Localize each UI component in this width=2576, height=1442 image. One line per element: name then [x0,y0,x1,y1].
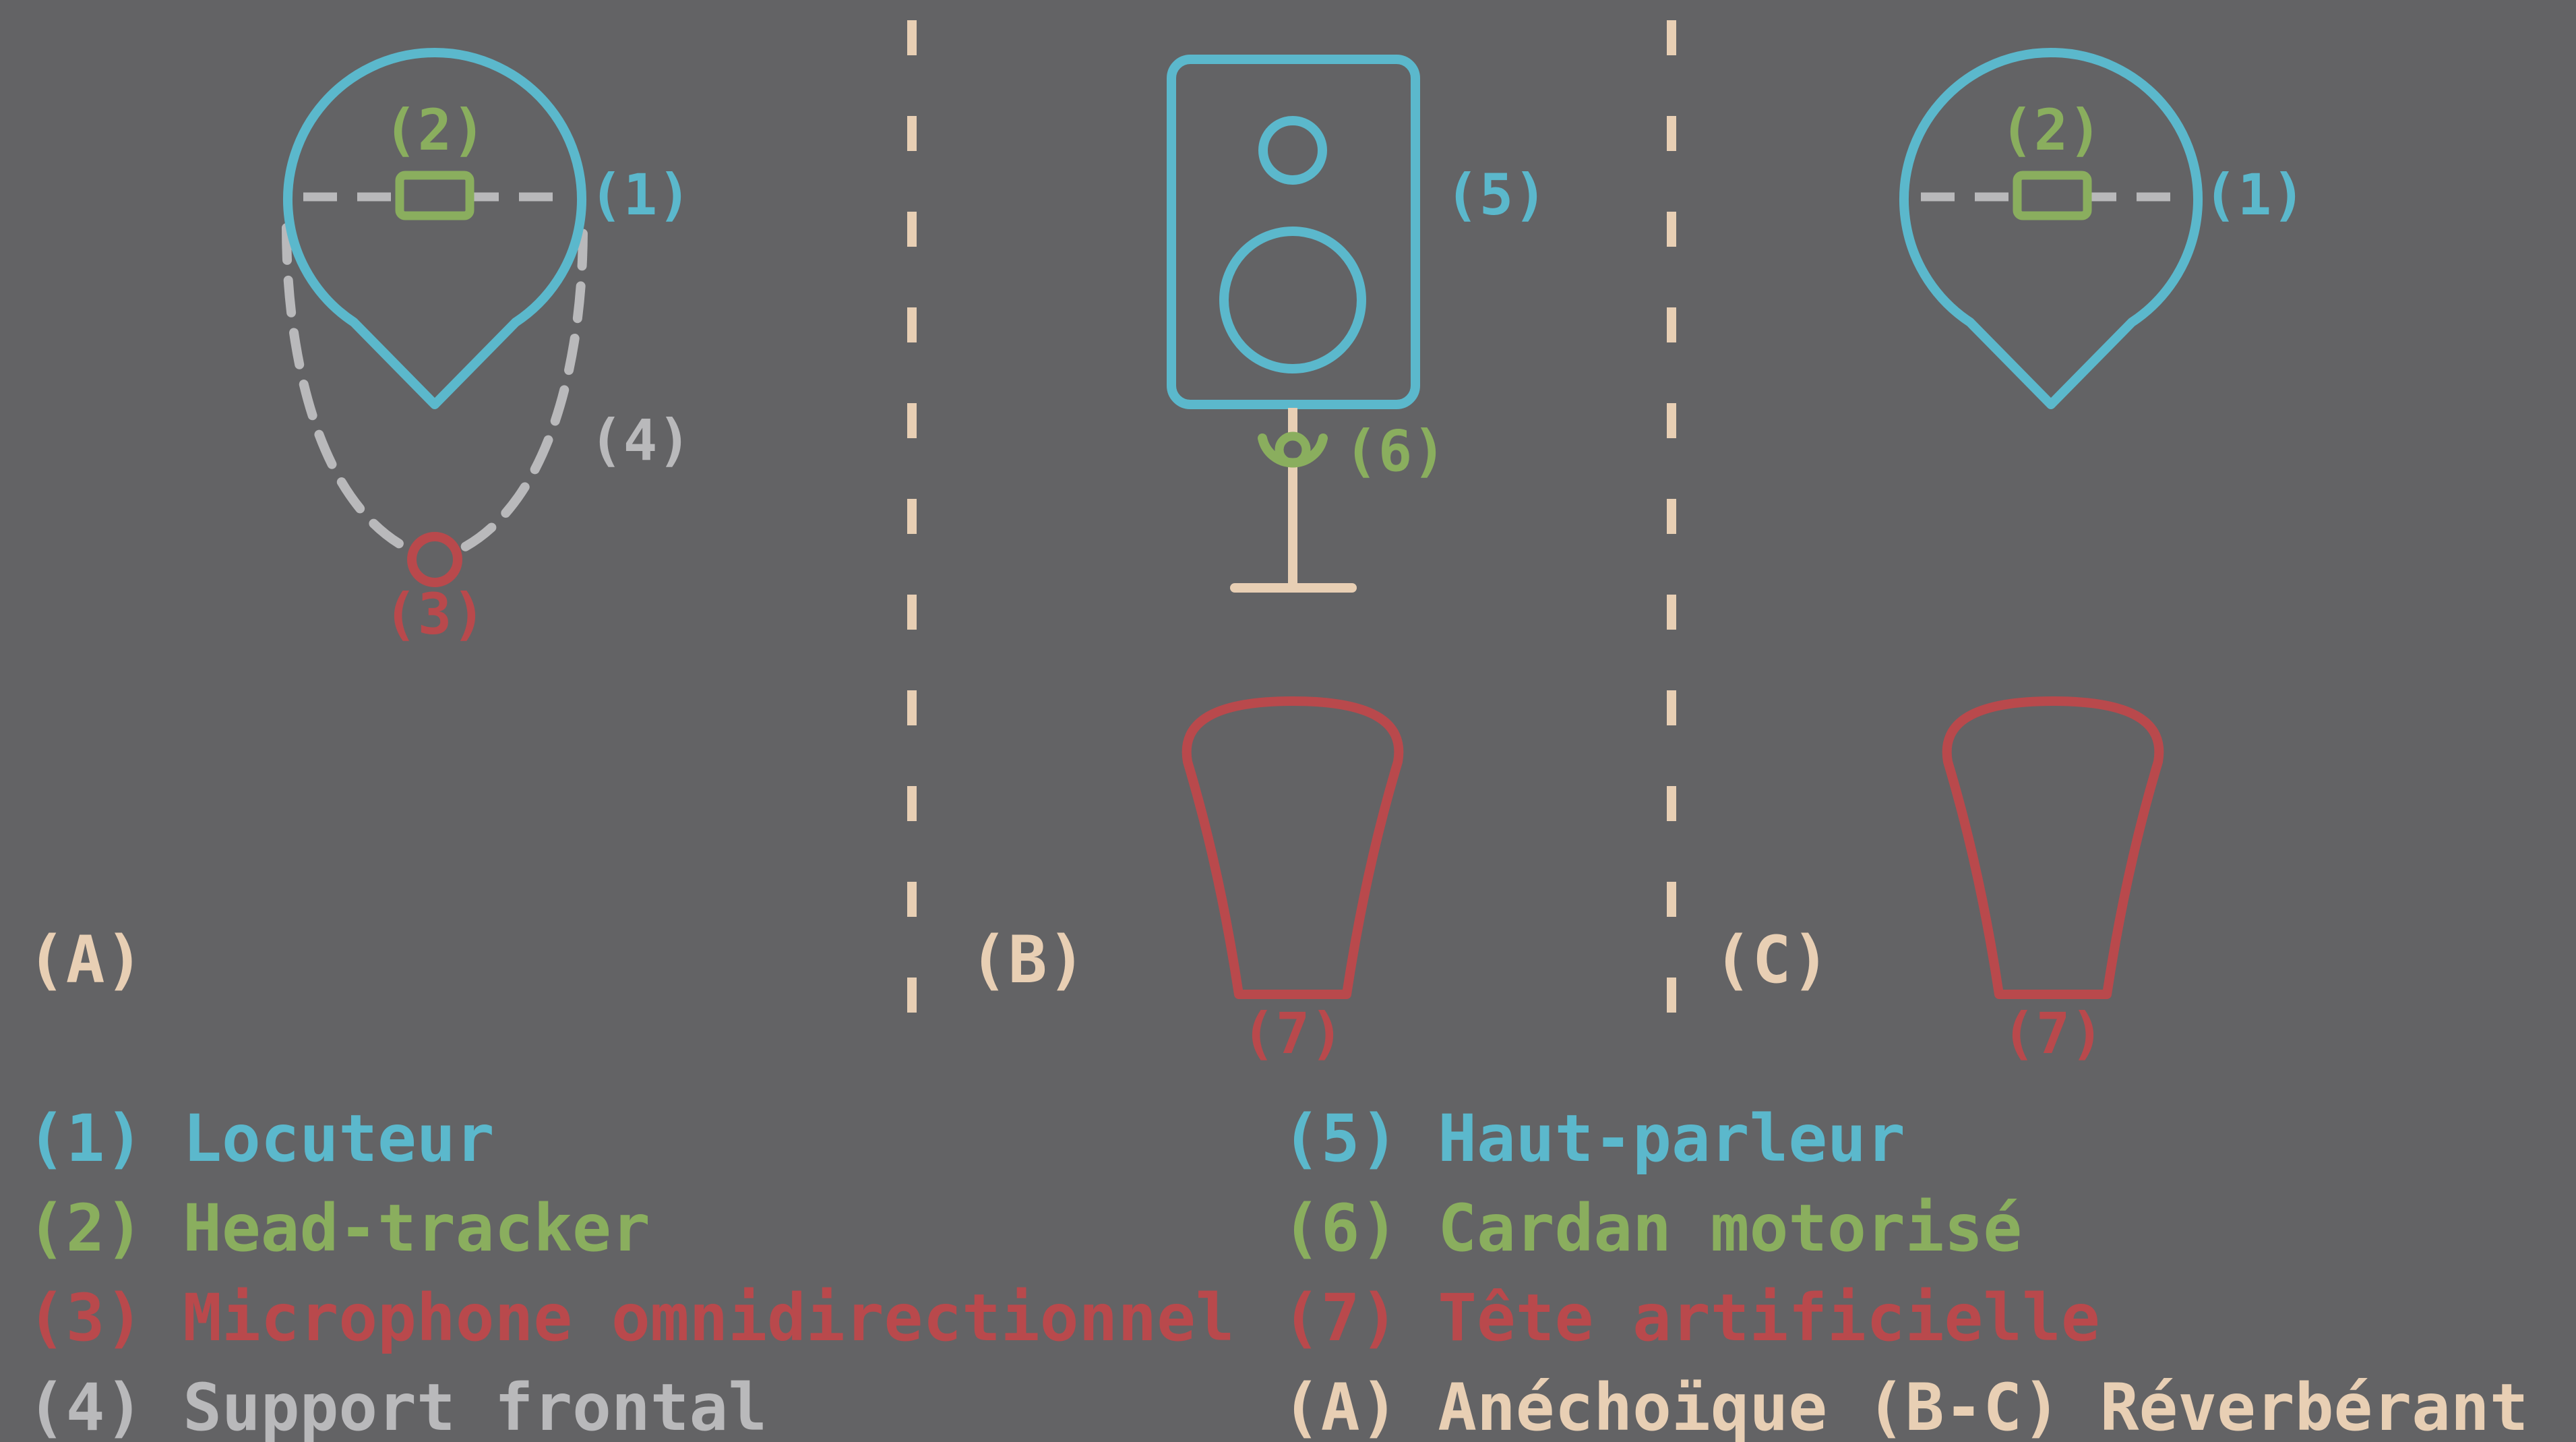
legend-item-7: (7) Tête artificielle [1282,1280,2100,1356]
front-support [282,223,588,565]
legend: (1) Locuteur (2) Head-tracker (3) Microp… [27,1101,2529,1442]
loudspeaker [1167,55,1420,409]
panel-label-c: (C) [1713,922,1830,998]
panel-label-a: (A) [27,922,144,998]
legend-item-1: (1) Locuteur [27,1101,495,1176]
panel-label-b: (B) [969,922,1086,998]
speaker-head-c [1899,48,2203,409]
panel-b: (5) (6) (7) (B) [969,55,1547,1067]
panel-c: (2) (1) (7) (C) [1713,48,2306,1067]
head-tracker-c [2013,171,2092,220]
label-2-c: (2) [2000,97,2102,163]
tweeter [1258,116,1327,185]
legend-item-6: (6) Cardan motorisé [1282,1191,2022,1266]
label-6: (6) [1344,418,1446,484]
artificial-head-c [1942,696,2164,999]
legend-item-3: (3) Microphone omnidirectionnel [27,1280,1235,1356]
label-3: (3) [384,581,486,647]
label-2-a: (2) [384,97,486,163]
legend-item-room: (A) Anéchoïque (B-C) Réverbérant [1282,1370,2529,1442]
omni-microphone [407,532,462,587]
legend-item-4: (4) Support frontal [27,1370,767,1442]
gimbal-arc [1258,433,1328,468]
legend-item-5: (5) Haut-parleur [1282,1101,1905,1176]
woofer [1219,227,1366,373]
label-4: (4) [589,407,692,473]
panel-a: (2) (1) (4) (3) (A) [27,48,692,998]
label-1-c: (1) [2203,162,2306,228]
label-7-c: (7) [2002,1000,2104,1067]
legend-item-2: (2) Head-tracker [27,1191,650,1266]
label-1-a: (1) [589,162,692,228]
label-7-b: (7) [1241,1000,1344,1067]
head-tracker [395,171,474,220]
speaker-head [283,48,586,409]
artificial-head-b [1182,696,1404,999]
label-5: (5) [1445,162,1547,228]
